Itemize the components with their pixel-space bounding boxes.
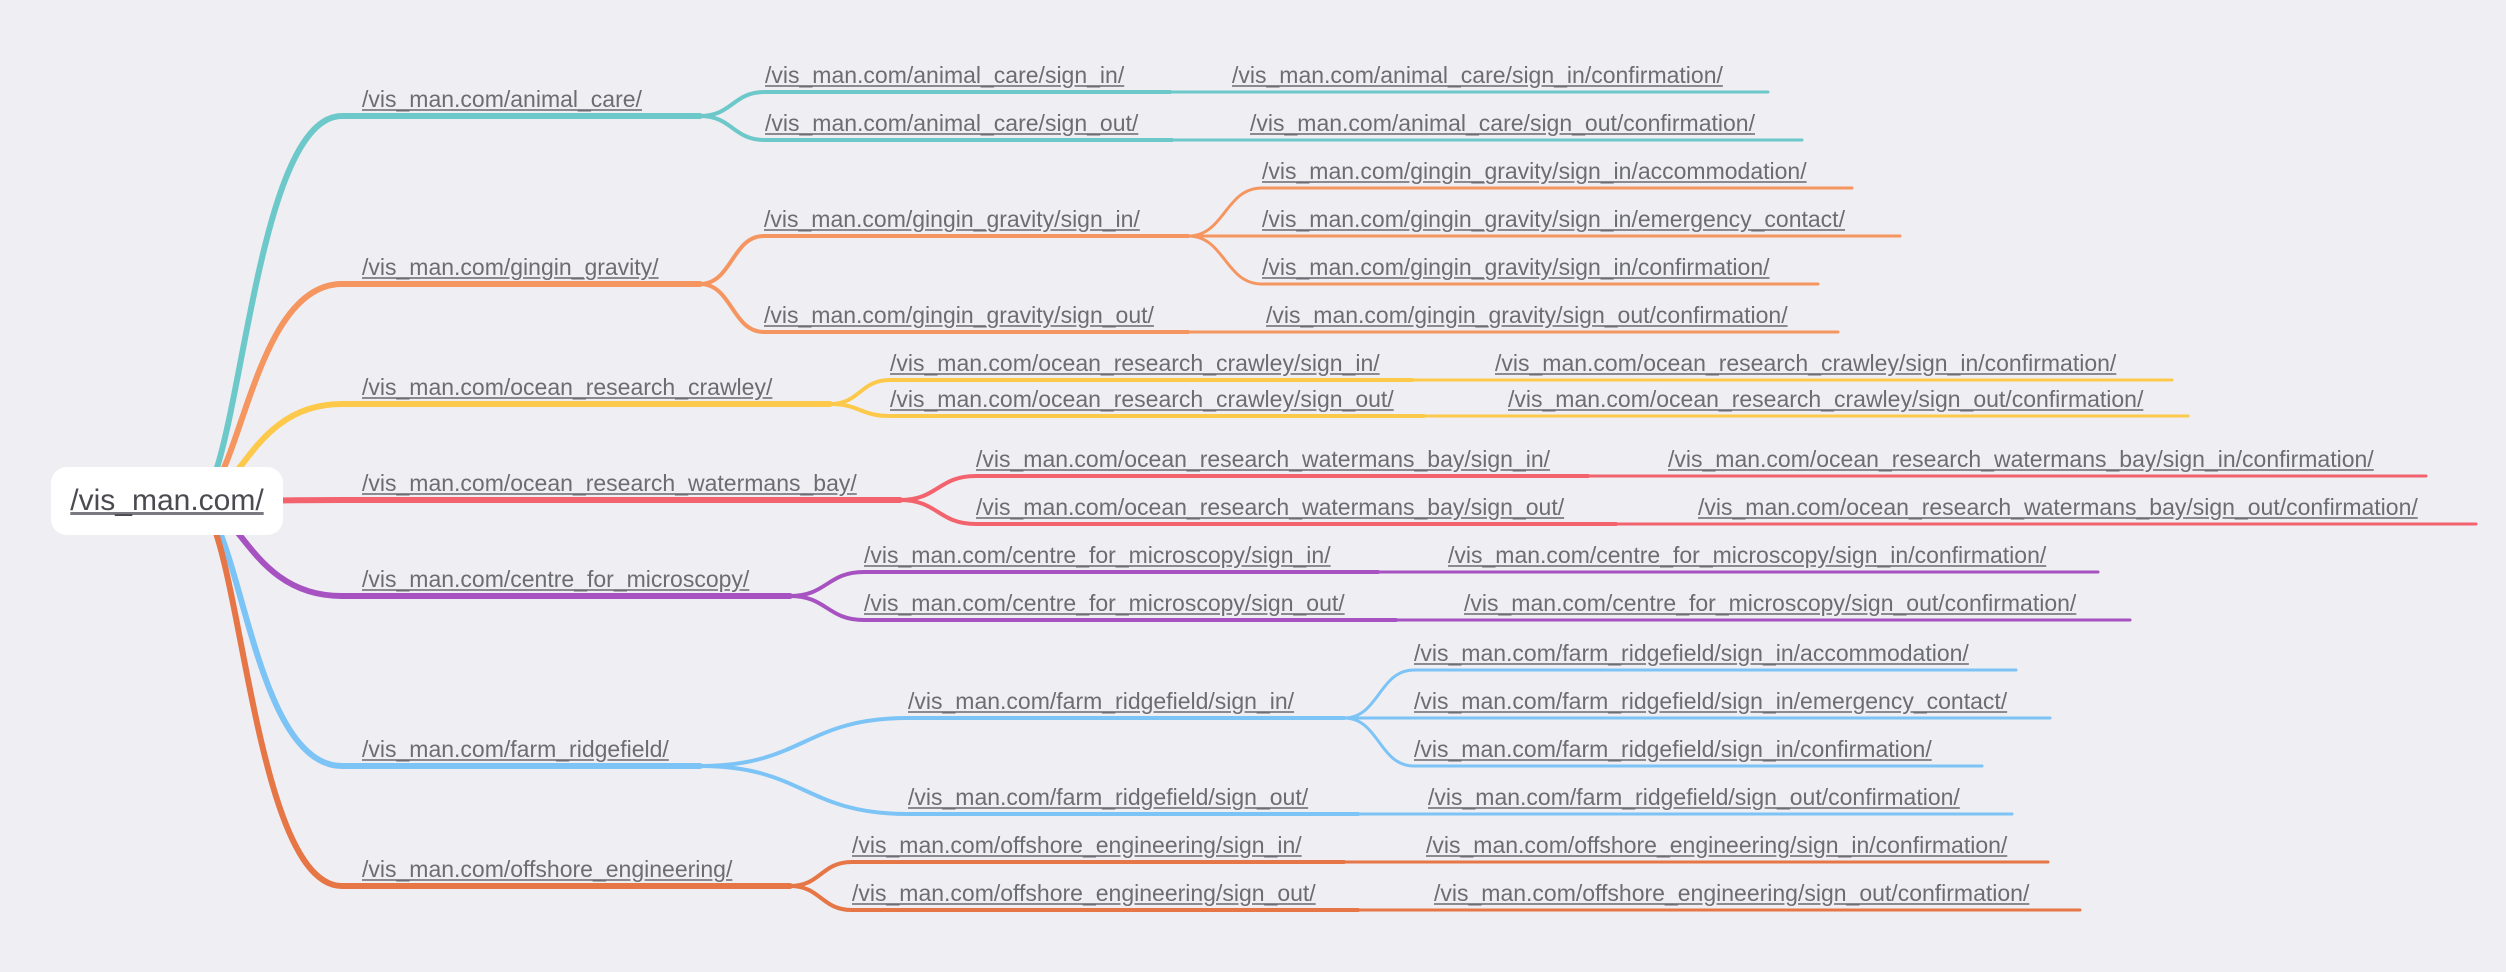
root-node-label: /vis_man.com/ — [70, 484, 264, 517]
leaf-connector — [1186, 234, 1820, 286]
branch-connector-ocean-research-watermans-bay — [192, 497, 903, 505]
node-sign-in[interactable]: /vis_man.com/ocean_research_watermans_ba… — [976, 446, 1551, 472]
node-sign-out[interactable]: /vis_man.com/ocean_research_watermans_ba… — [976, 494, 1565, 520]
branch-connector-farm-ridgefield — [192, 499, 703, 769]
subbranch-connector — [698, 764, 1360, 816]
leaf-node[interactable]: /vis_man.com/centre_for_microscopy/sign_… — [1464, 590, 2077, 616]
leaf-node[interactable]: /vis_man.com/centre_for_microscopy/sign_… — [1448, 542, 2047, 568]
leaf-connector — [1342, 716, 1984, 768]
node-sign-out[interactable]: /vis_man.com/farm_ridgefield/sign_out/ — [908, 784, 1309, 810]
root-node[interactable]: /vis_man.com/ — [51, 467, 283, 535]
node-sign-out[interactable]: /vis_man.com/ocean_research_crawley/sign… — [890, 386, 1394, 412]
subbranch-connector — [828, 402, 1426, 418]
node-sign-in[interactable]: /vis_man.com/animal_care/sign_in/ — [765, 62, 1125, 88]
node-sign-in[interactable]: /vis_man.com/ocean_research_crawley/sign… — [890, 350, 1380, 376]
subbranch-connector — [788, 594, 1398, 622]
node-farm-ridgefield[interactable]: /vis_man.com/farm_ridgefield/ — [362, 736, 669, 762]
subbranch-connector — [698, 282, 1190, 334]
leaf-node[interactable]: /vis_man.com/farm_ridgefield/sign_in/con… — [1414, 736, 1932, 762]
node-centre-for-microscopy[interactable]: /vis_man.com/centre_for_microscopy/ — [362, 566, 750, 592]
node-ocean-research-watermans-bay[interactable]: /vis_man.com/ocean_research_watermans_ba… — [362, 470, 857, 496]
leaf-connector — [1342, 668, 2018, 720]
leaf-node[interactable]: /vis_man.com/animal_care/sign_in/confirm… — [1232, 62, 1723, 88]
leaf-node[interactable]: /vis_man.com/animal_care/sign_out/confir… — [1250, 110, 1755, 136]
subbranch-connector — [698, 716, 1346, 768]
node-sign-in[interactable]: /vis_man.com/centre_for_microscopy/sign_… — [864, 542, 1331, 568]
node-animal-care[interactable]: /vis_man.com/animal_care/ — [362, 86, 642, 112]
node-ocean-research-crawley[interactable]: /vis_man.com/ocean_research_crawley/ — [362, 374, 773, 400]
branch-connector-animal-care — [192, 113, 703, 505]
subbranch-connector — [898, 498, 1618, 526]
leaf-node[interactable]: /vis_man.com/farm_ridgefield/sign_out/co… — [1428, 784, 1960, 810]
subbranch-connector — [698, 234, 1190, 286]
leaf-node[interactable]: /vis_man.com/ocean_research_watermans_ba… — [1668, 446, 2374, 472]
subbranch-connector — [788, 884, 1360, 912]
leaf-node[interactable]: /vis_man.com/gingin_gravity/sign_out/con… — [1266, 302, 1788, 328]
leaf-node[interactable]: /vis_man.com/offshore_engineering/sign_i… — [1426, 832, 2008, 858]
leaf-node[interactable]: /vis_man.com/gingin_gravity/sign_in/acco… — [1262, 158, 1807, 184]
subbranch-connector — [698, 114, 1174, 142]
leaf-node[interactable]: /vis_man.com/ocean_research_crawley/sign… — [1508, 386, 2144, 412]
leaf-node[interactable]: /vis_man.com/gingin_gravity/sign_in/conf… — [1262, 254, 1770, 280]
branch-connector-offshore-engineering — [192, 499, 793, 889]
node-offshore-engineering[interactable]: /vis_man.com/offshore_engineering/ — [362, 856, 733, 882]
node-sign-in[interactable]: /vis_man.com/farm_ridgefield/sign_in/ — [908, 688, 1295, 714]
leaf-node[interactable]: /vis_man.com/farm_ridgefield/sign_in/eme… — [1414, 688, 2008, 714]
leaf-node[interactable]: /vis_man.com/offshore_engineering/sign_o… — [1434, 880, 2030, 906]
leaf-connector — [1186, 186, 1854, 238]
leaf-node[interactable]: /vis_man.com/ocean_research_crawley/sign… — [1495, 350, 2117, 376]
node-gingin-gravity[interactable]: /vis_man.com/gingin_gravity/ — [362, 254, 659, 280]
node-sign-out[interactable]: /vis_man.com/centre_for_microscopy/sign_… — [864, 590, 1345, 616]
leaf-node[interactable]: /vis_man.com/farm_ridgefield/sign_in/acc… — [1414, 640, 1969, 666]
node-sign-in[interactable]: /vis_man.com/gingin_gravity/sign_in/ — [764, 206, 1140, 232]
node-sign-in[interactable]: /vis_man.com/offshore_engineering/sign_i… — [852, 832, 1302, 858]
node-sign-out[interactable]: /vis_man.com/offshore_engineering/sign_o… — [852, 880, 1316, 906]
node-sign-out[interactable]: /vis_man.com/gingin_gravity/sign_out/ — [764, 302, 1154, 328]
leaf-node[interactable]: /vis_man.com/ocean_research_watermans_ba… — [1698, 494, 2418, 520]
node-sign-out[interactable]: /vis_man.com/animal_care/sign_out/ — [765, 110, 1139, 136]
leaf-node[interactable]: /vis_man.com/gingin_gravity/sign_in/emer… — [1262, 206, 1845, 232]
